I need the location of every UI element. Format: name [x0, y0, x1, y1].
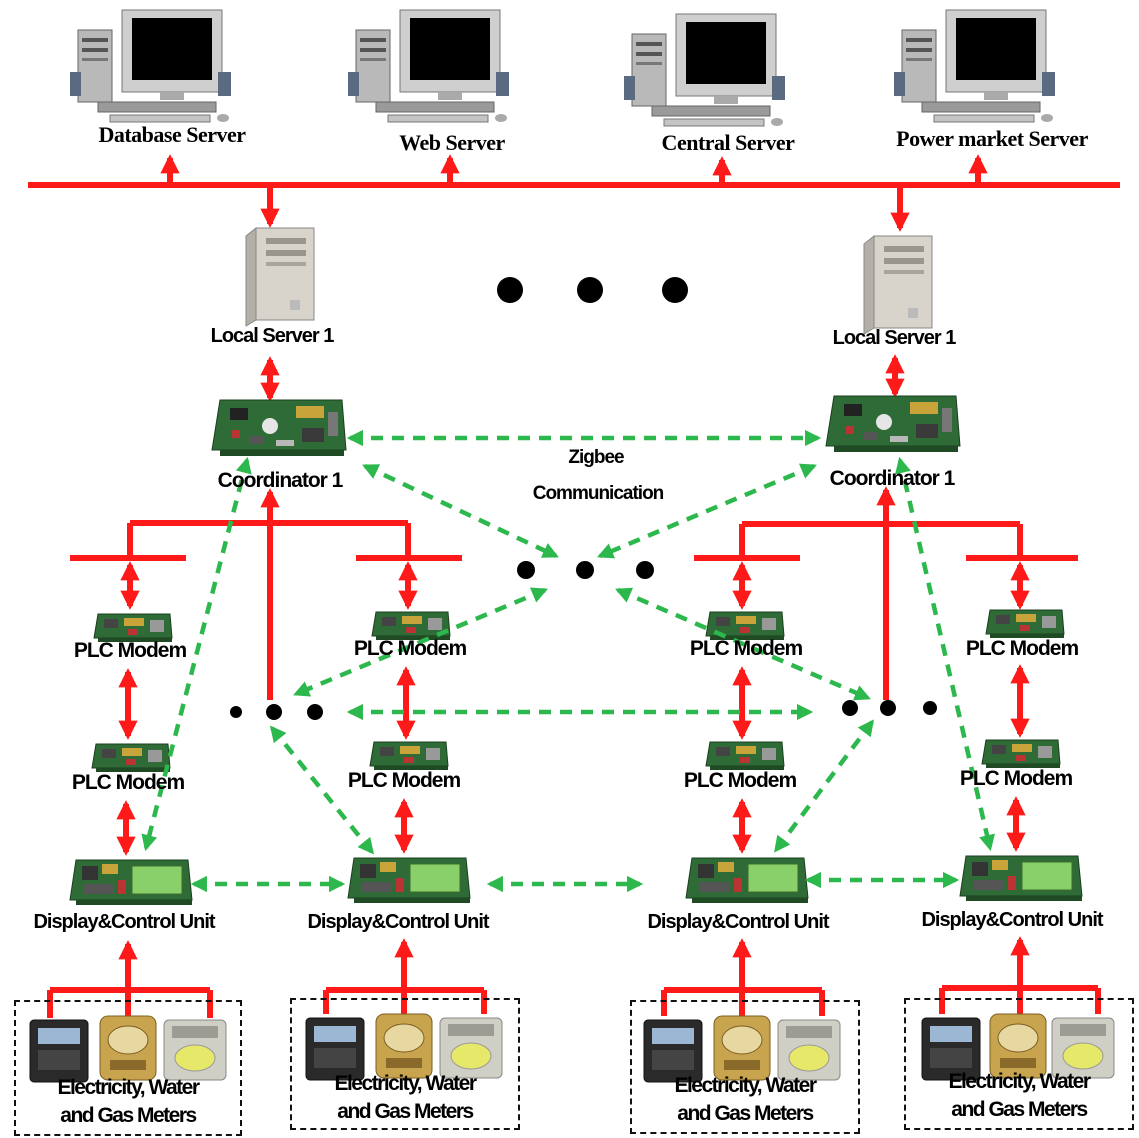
- plc-modem-8-label: PLC Modem: [959, 767, 1073, 790]
- zigbee-label-line2: Communication: [532, 483, 665, 504]
- web-server-label: Web Server: [399, 130, 505, 155]
- web-server-computer-icon: [347, 9, 510, 123]
- coordinator-right-label: Coordinator 1: [829, 467, 956, 490]
- plc-modem-4-board-icon: [985, 609, 1065, 639]
- power-market-server-label: Power market Server: [896, 126, 1088, 151]
- database-server-computer-icon: [69, 9, 232, 123]
- plc-modem-3-label: PLC Modem: [689, 637, 803, 660]
- display-control-unit-2-label: Display&Control Unit: [307, 911, 489, 933]
- central-server-label: Central Server: [661, 130, 795, 155]
- plc-modem-3-board-icon: [705, 611, 785, 641]
- zigbee-links: [141, 429, 995, 893]
- meter-group-1: Electricity, Water and Gas Meters: [14, 1000, 242, 1136]
- coordinator-right-board-icon: [825, 395, 961, 453]
- plc-modem-5-board-icon: [91, 743, 171, 773]
- server-coordinator-links: [260, 354, 905, 402]
- coordinator-left-board-icon: [211, 399, 347, 457]
- display-control-unit-2-board-icon: [347, 857, 471, 904]
- meter-group-2: Electricity, Water and Gas Meters: [290, 998, 520, 1130]
- meter-group-1-line1: Electricity, Water: [57, 1076, 200, 1099]
- backbone-bus: [28, 154, 1120, 232]
- display-control-unit-1-label: Display&Control Unit: [33, 911, 215, 933]
- display-control-unit-1-board-icon: [69, 859, 193, 906]
- plc-modem-2-label: PLC Modem: [353, 637, 467, 660]
- plc-modem-7-label: PLC Modem: [683, 769, 797, 792]
- plc-modem-8-board-icon: [981, 739, 1061, 769]
- central-server-computer-icon: [623, 13, 786, 127]
- meter-group-2-line1: Electricity, Water: [334, 1072, 477, 1095]
- plc-modem-5-label: PLC Modem: [71, 771, 185, 794]
- local-server-left-label: Local Server 1: [210, 325, 335, 347]
- meter-group-4-line1: Electricity, Water: [948, 1070, 1091, 1093]
- meter-group-3-line1: Electricity, Water: [674, 1074, 817, 1097]
- display-control-unit-4-label: Display&Control Unit: [921, 909, 1103, 931]
- display-control-unit-4-board-icon: [959, 855, 1083, 902]
- display-control-unit-3-board-icon: [685, 857, 809, 904]
- meter-group-4-line2: and Gas Meters: [951, 1098, 1088, 1121]
- more-local-servers-dots: [497, 277, 688, 303]
- plc-modem-6-label: PLC Modem: [347, 769, 461, 792]
- power-line-network: [47, 486, 1101, 1018]
- plc-modem-7-board-icon: [705, 741, 785, 771]
- meter-group-4: Electricity, Water and Gas Meters: [904, 998, 1134, 1130]
- local-server-right-label: Local Server 1: [832, 327, 957, 349]
- local-server-left-icon: [245, 227, 315, 327]
- database-server-label: Database Server: [98, 122, 246, 147]
- more-devices-dots: [230, 561, 937, 720]
- plc-modem-1-label: PLC Modem: [73, 639, 187, 662]
- power-market-server-computer-icon: [893, 9, 1056, 123]
- zigbee-label-line1: Zigbee: [568, 447, 624, 468]
- plc-modem-6-board-icon: [369, 741, 449, 771]
- meter-group-1-line2: and Gas Meters: [60, 1104, 197, 1127]
- meter-group-2-line2: and Gas Meters: [337, 1100, 474, 1123]
- coordinator-left-label: Coordinator 1: [217, 469, 344, 492]
- local-server-right-icon: [863, 235, 933, 335]
- display-control-unit-3-label: Display&Control Unit: [647, 911, 829, 933]
- meter-group-3-line2: and Gas Meters: [677, 1102, 814, 1125]
- plc-modem-4-label: PLC Modem: [965, 637, 1079, 660]
- meter-group-3: Electricity, Water and Gas Meters: [630, 1000, 860, 1134]
- plc-modem-1-board-icon: [93, 613, 173, 643]
